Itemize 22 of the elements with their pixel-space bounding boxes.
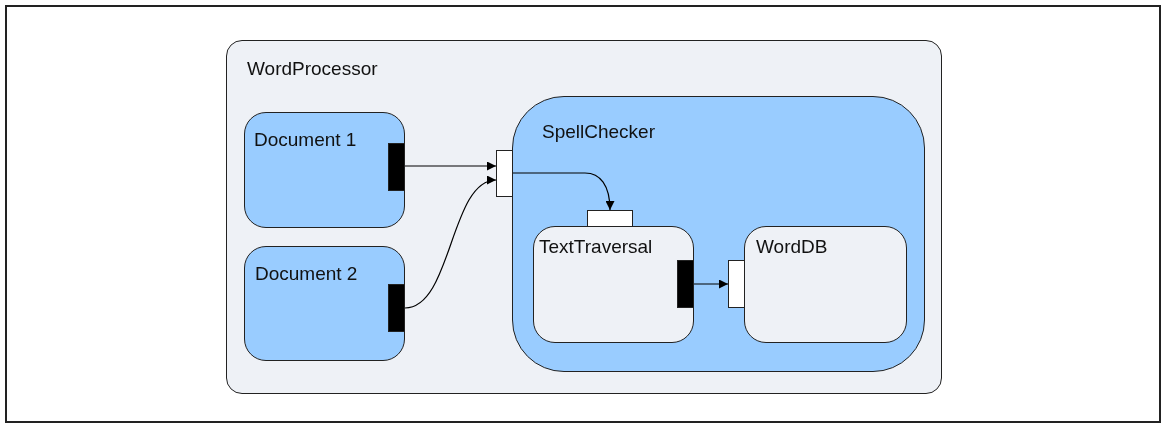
port-bar [728,260,745,308]
component-box [244,112,405,228]
port-bar [677,260,694,308]
component-container [512,96,925,372]
node-label: Document 1 [254,129,357,151]
arrow [512,172,615,211]
arrow [404,177,497,309]
port-bar [587,210,633,227]
arrow [693,279,729,289]
component-box [533,226,694,343]
node-label: TextTraversal [539,236,653,258]
port-bar [388,143,405,191]
port-bar [496,150,513,197]
node-label: WordDB [756,236,828,258]
node-label: SpellChecker [542,121,655,143]
component-box [244,246,405,361]
arrow [404,161,497,171]
component-box [744,226,907,343]
component-container [226,40,942,394]
port-bar [388,284,405,332]
node-label: WordProcessor [247,58,378,80]
node-label: Document 2 [255,263,358,285]
